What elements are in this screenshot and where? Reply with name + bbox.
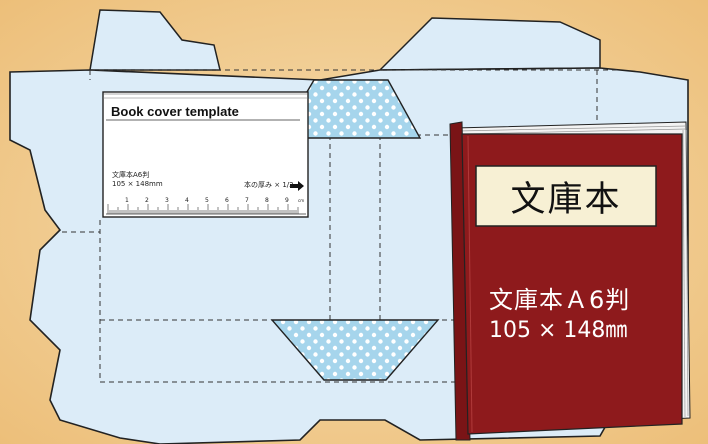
ruler-label: 2 xyxy=(145,197,149,204)
ruler-label: 9 xyxy=(285,197,289,204)
book-size-dims: 105 × 148㎜ xyxy=(489,318,628,343)
ruler-label: 8 xyxy=(265,197,269,204)
ruler-label: 7 xyxy=(245,197,249,204)
ruler-unit: cm xyxy=(298,198,305,203)
card-size-dims: 105 × 148mm xyxy=(112,180,163,188)
spine-thickness-note: 本の厚み × 1/2 xyxy=(244,181,294,189)
ruler-label: 3 xyxy=(165,197,169,204)
template-title: Book cover template xyxy=(111,104,239,119)
card-size-name: 文庫本A6判 xyxy=(112,171,150,179)
book-size-name: 文庫本Ａ6判 xyxy=(489,286,631,314)
ruler-label: 1 xyxy=(125,197,129,204)
book-illustration xyxy=(449,121,691,441)
book-label xyxy=(475,165,657,227)
template-card xyxy=(102,91,309,218)
bottom-spine-flap xyxy=(270,319,440,381)
ruler-label: 5 xyxy=(205,197,209,204)
ruler-ticks xyxy=(107,204,299,214)
ruler-label: 4 xyxy=(185,197,189,204)
book-title: 文庫本 xyxy=(510,179,622,220)
ruler-label: 6 xyxy=(225,197,229,204)
top-right-flap xyxy=(378,17,601,71)
arrow-icon xyxy=(290,181,304,191)
